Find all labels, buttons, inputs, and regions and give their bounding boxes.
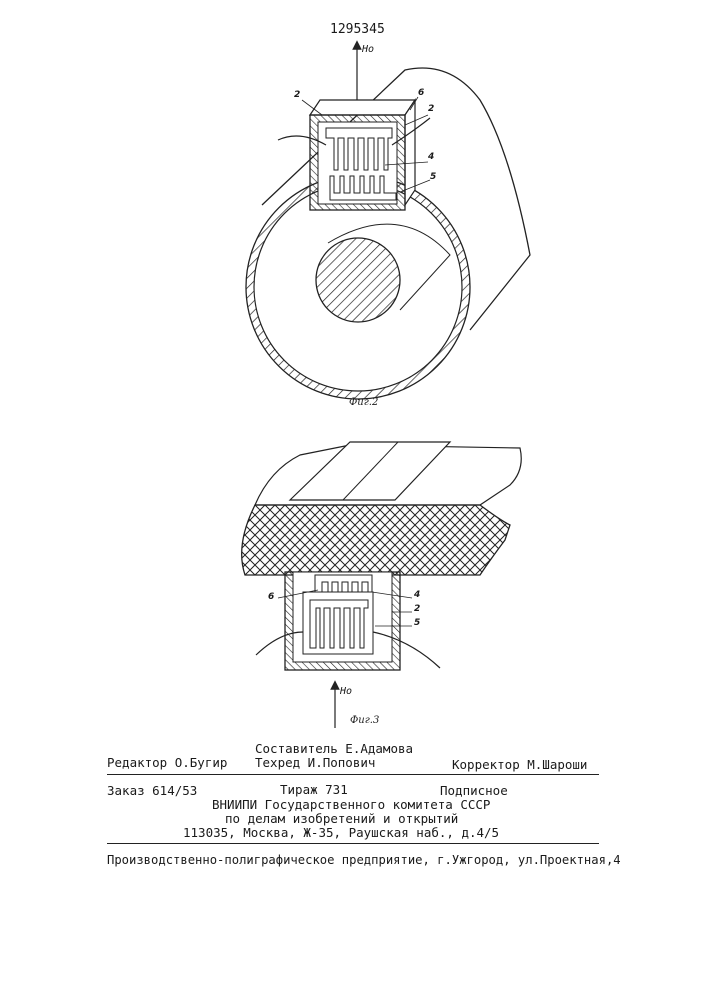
callout-fig3-2: 2 [414, 604, 420, 614]
field-label-fig3: Ho [340, 686, 352, 697]
imprint-address: 113035, Москва, Ж-35, Раушская наб., д.4… [183, 825, 499, 840]
imprint-circulation: Тираж 731 [280, 782, 348, 797]
figure-3-drawing [0, 0, 707, 740]
imprint-printer: Производственно-полиграфическое предприя… [107, 853, 621, 867]
callout-fig3-5: 5 [414, 618, 420, 628]
imprint-techred: Техред И.Попович [255, 755, 375, 770]
rule-2 [107, 843, 599, 844]
callout-fig3-6: 6 [268, 592, 274, 602]
imprint-org-line1: ВНИИПИ Государственного комитета СССР [212, 797, 490, 812]
callout-fig3-4: 4 [414, 590, 420, 600]
imprint-corrector: Корректор М.Шароши [452, 757, 587, 772]
imprint-subscription: Подписное [440, 783, 508, 798]
slab-section [242, 505, 510, 575]
figure-3-caption: Фиг.3 [350, 715, 379, 726]
rule-1 [107, 774, 599, 775]
imprint-compiler: Составитель Е.Адамова [255, 741, 413, 756]
imprint-org-line2: по делам изобретений и открытий [225, 811, 458, 826]
imprint-editor: Редактор О.Бугир [107, 755, 227, 770]
imprint-order: Заказ 614/53 [107, 783, 197, 798]
